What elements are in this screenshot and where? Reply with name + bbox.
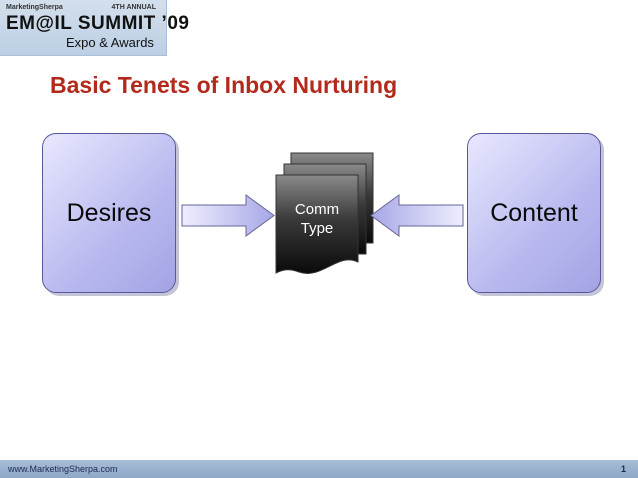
event-subtitle: Expo & Awards xyxy=(66,35,154,50)
footer-bar: www.MarketingSherpa.com 1 xyxy=(0,460,638,478)
desires-box: Desires xyxy=(42,133,176,293)
desires-label: Desires xyxy=(66,198,152,227)
brand-name: MarketingSherpa xyxy=(6,4,63,11)
comm-label: Comm xyxy=(294,201,340,218)
page-number: 1 xyxy=(620,464,626,474)
type-label: Type xyxy=(300,220,334,237)
arrow-left-icon xyxy=(370,194,464,237)
event-logo: MarketingSherpa 4TH ANNUAL EM@IL SUMMIT … xyxy=(0,0,189,56)
event-name: EM@IL SUMMIT ’09 xyxy=(6,13,190,34)
arrow-right-icon xyxy=(181,194,275,237)
slide-title: Basic Tenets of Inbox Nurturing xyxy=(50,72,398,98)
content-box: Content xyxy=(467,133,601,293)
comm-type-label: Comm Type xyxy=(284,200,350,238)
document-stack-icon xyxy=(275,152,374,274)
annual-label: 4TH ANNUAL xyxy=(111,4,156,11)
footer-url[interactable]: www.MarketingSherpa.com xyxy=(8,464,118,474)
content-label: Content xyxy=(490,198,578,227)
